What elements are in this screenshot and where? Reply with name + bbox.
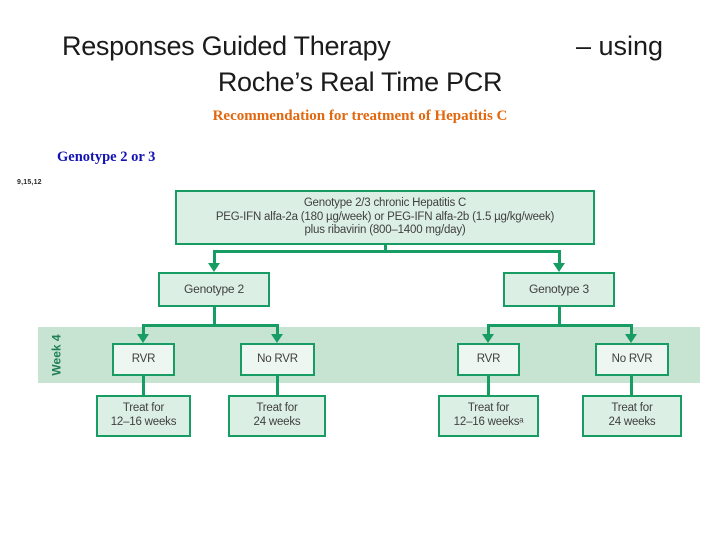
slide-title-left: Responses Guided Therapy (62, 31, 391, 61)
treat1-box: Treat for 12–16 weeks (96, 395, 191, 437)
connector-split-genotype2 (142, 324, 279, 327)
slide-title-right: – using (576, 31, 664, 61)
genotype3-box: Genotype 3 (503, 272, 615, 307)
genotype3-label: Genotype 3 (528, 282, 590, 297)
connector-rvr2-treat3 (487, 376, 490, 396)
connector-norvr2-treat4 (630, 376, 633, 396)
no-rvr1-box: No RVR (240, 343, 315, 376)
arrow-down-icon (208, 263, 220, 272)
slide-title-line2: Roche’s Real Time PCR (217, 67, 503, 97)
arrow-down-icon (625, 334, 637, 343)
treat2-line2: 24 weeks (253, 416, 301, 428)
no-rvr1-label: No RVR (257, 352, 298, 365)
protocol-line1: Genotype 2/3 chronic Hepatitis C (303, 196, 467, 209)
connector-genotype2-stub (213, 307, 216, 326)
rvr2-box: RVR (457, 343, 520, 376)
slide-subtitle: Recommendation for treatment of Hepatiti… (212, 108, 508, 124)
arrow-down-icon (271, 334, 283, 343)
connector-to-genotype3 (558, 250, 561, 266)
arrow-down-icon (553, 263, 565, 272)
no-rvr2-label: No RVR (611, 352, 653, 365)
week4-label-text: Week 4 (50, 334, 65, 376)
connector-to-genotype2 (213, 250, 216, 266)
treat4-box: Treat for 24 weeks (582, 395, 682, 437)
connector-split-genotype3 (487, 324, 633, 327)
connector-to-norvr1 (276, 324, 279, 336)
connector-top-stub (384, 245, 387, 252)
treat3-box: Treat for 12–16 weeksᵃ (438, 395, 539, 437)
arrow-down-icon (482, 334, 494, 343)
rvr1-label: RVR (131, 352, 156, 365)
genotype-section-label: Genotype 2 or 3 (57, 149, 156, 165)
treat3-line2: 12–16 weeksᵃ (453, 416, 524, 428)
connector-to-rvr2 (487, 324, 490, 336)
treat1-line2: 12–16 weeks (110, 416, 177, 428)
connector-norvr1-treat2 (276, 376, 279, 396)
connector-genotype3-stub (558, 307, 561, 326)
genotype2-box: Genotype 2 (158, 272, 270, 307)
genotype2-label: Genotype 2 (183, 282, 245, 297)
rvr1-box: RVR (112, 343, 175, 376)
treat3-line1: Treat for (467, 402, 510, 415)
protocol-box: Genotype 2/3 chronic Hepatitis C PEG-IFN… (175, 190, 595, 245)
treat4-line2: 24 weeks (608, 416, 656, 428)
connector-rvr1-treat1 (142, 376, 145, 396)
protocol-line3: plus ribavirin (800–1400 mg/day) (304, 224, 466, 237)
no-rvr2-box: No RVR (595, 343, 669, 376)
protocol-line2: PEG-IFN alfa-2a (180 µg/week) or PEG-IFN… (215, 210, 555, 223)
week4-label: Week 4 (40, 327, 74, 383)
arrow-down-icon (137, 334, 149, 343)
connector-to-rvr1 (142, 324, 145, 336)
treat4-line1: Treat for (611, 402, 653, 415)
rvr2-label: RVR (476, 352, 501, 365)
connector-to-norvr2 (630, 324, 633, 336)
treat2-box: Treat for 24 weeks (228, 395, 326, 437)
citation-superscript: 9,15,12 (17, 179, 42, 186)
connector-split-top (213, 250, 561, 253)
treat1-line1: Treat for (122, 402, 165, 415)
treat2-line1: Treat for (256, 402, 298, 415)
